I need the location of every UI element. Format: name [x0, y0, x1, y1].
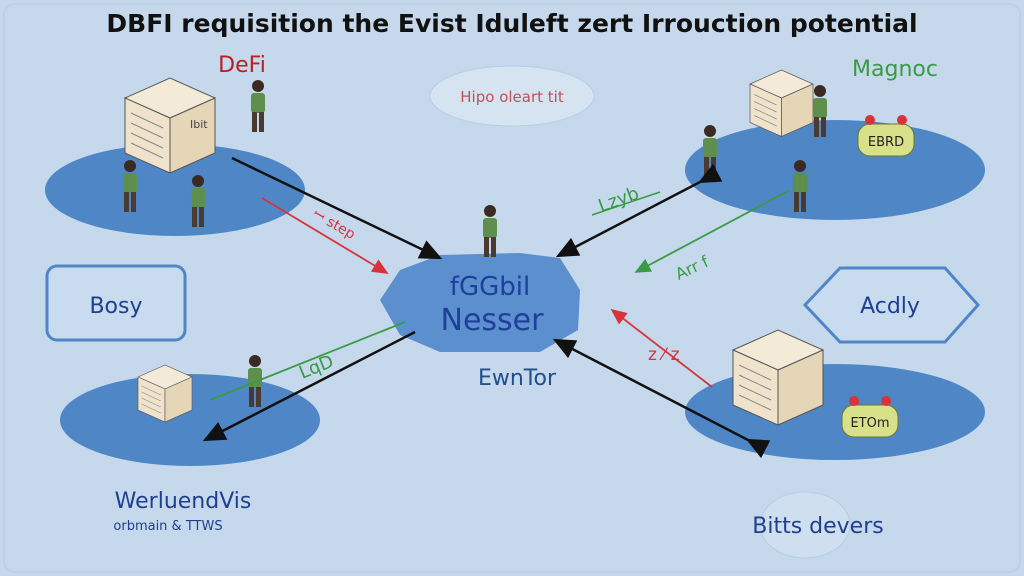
underline-green — [591, 191, 661, 216]
arrow-red-right — [610, 308, 713, 388]
badge-ebrd — [857, 115, 915, 157]
edge-label-red-right: z ⁄ z — [648, 345, 680, 365]
arrow-green-left — [209, 321, 406, 401]
cloud-bottom-text: Bitts devers — [752, 514, 883, 539]
arrow-magnoc-hub — [555, 163, 723, 258]
hub-line1: fGGbil — [450, 272, 530, 302]
server-cube-icon — [749, 69, 814, 137]
arrow-red-left — [261, 197, 389, 274]
server-cube-icon — [137, 364, 193, 423]
hex-acdly-text: Acdly — [860, 294, 920, 319]
label-defi: DeFi — [218, 53, 266, 78]
arrow-green-right — [634, 189, 791, 273]
platform-etom — [685, 364, 985, 460]
hex-acdly — [802, 266, 981, 344]
arrow-hub-werluendvis — [202, 330, 416, 442]
cloud-bottom — [759, 491, 851, 559]
server-cube-icon — [732, 329, 824, 426]
label-magnoc: Magnoc — [852, 57, 938, 82]
platform-magnoc — [685, 120, 985, 220]
hub-line2: Nesser — [441, 303, 545, 338]
badge-etom-text: ETOm — [850, 416, 889, 431]
arrow-defi-to-hub — [231, 156, 443, 260]
platform-werluendvis — [60, 374, 320, 466]
platform-defi — [45, 144, 305, 236]
cloud-top — [429, 65, 595, 127]
hub-caption: EwnTor — [478, 366, 557, 391]
sublabel-werluendvis: orbmain & TTWS — [113, 519, 222, 534]
label-werluendvis: WerluendVis — [115, 489, 252, 514]
box-bosy — [45, 264, 187, 342]
cube-text: Ibit — [190, 118, 208, 131]
badge-ebrd-text: EBRD — [868, 135, 904, 150]
cloud-top-text: Hipo oleart tit — [460, 88, 564, 106]
arrow-etom-hub — [552, 338, 771, 459]
box-bosy-text: Bosy — [89, 294, 142, 319]
center-hub — [380, 253, 580, 352]
diagram-title: DBFI requisition the Evist Iduleft zert … — [106, 9, 917, 38]
badge-etom — [841, 396, 899, 438]
